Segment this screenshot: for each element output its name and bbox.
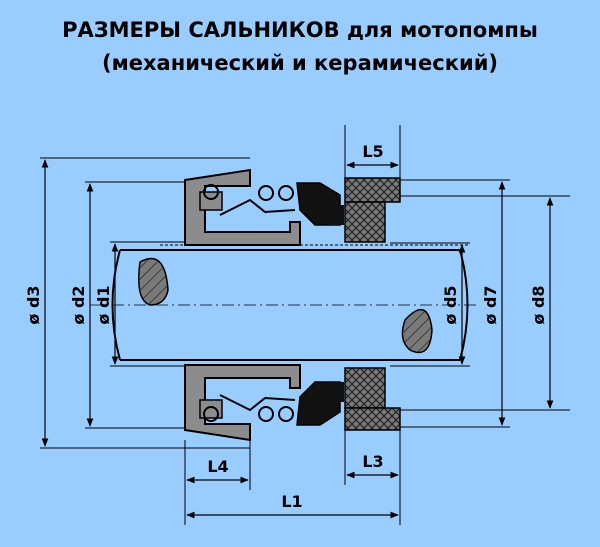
label-l4: L4 bbox=[207, 457, 228, 476]
shaft bbox=[111, 244, 470, 361]
ceramic-seat-lower bbox=[344, 367, 401, 431]
label-d3: ø d3 bbox=[24, 285, 43, 324]
label-d8: ø d8 bbox=[529, 285, 548, 324]
dimension-lines bbox=[41, 159, 554, 519]
label-d2: ø d2 bbox=[69, 285, 88, 324]
label-l3: L3 bbox=[362, 452, 383, 471]
mechanical-seal-upper bbox=[184, 168, 344, 246]
ceramic-seat-upper bbox=[344, 177, 401, 243]
label-d7: ø d7 bbox=[481, 285, 500, 324]
mechanical-seal-lower bbox=[184, 364, 344, 442]
extension-lines bbox=[40, 125, 570, 525]
label-l5: L5 bbox=[362, 142, 383, 161]
label-d5: ø d5 bbox=[441, 285, 460, 324]
title: РАЗМЕРЫ САЛЬНИКОВ для мотопомпы (механич… bbox=[0, 14, 600, 80]
title-line-2: (механический и керамический) bbox=[101, 51, 499, 75]
title-line-1: РАЗМЕРЫ САЛЬНИКОВ для мотопомпы bbox=[62, 18, 538, 42]
label-d1: ø d1 bbox=[94, 285, 113, 324]
label-l1: L1 bbox=[281, 492, 302, 511]
